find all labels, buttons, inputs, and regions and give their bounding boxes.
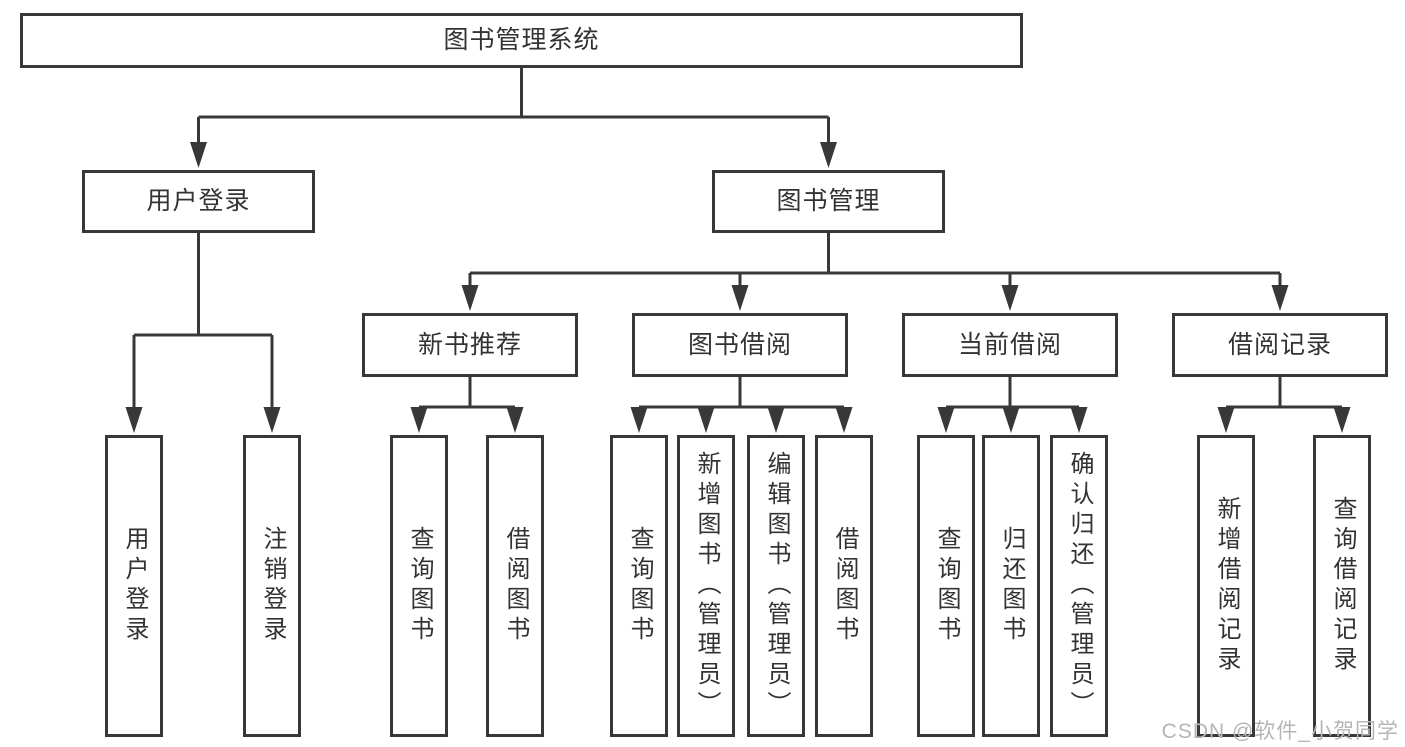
watermark: CSDN @软件_小贺同学	[1161, 720, 1399, 743]
leaf-edit-books-admin: 编辑图书（管理员）	[747, 435, 805, 737]
leaf-borrow-books: 借阅图书	[815, 435, 873, 737]
leaf-add-borrow-record: 新增借阅记录	[1197, 435, 1255, 737]
leaf-query-borrow-record: 查询借阅记录	[1313, 435, 1371, 737]
leaf-return-books: 归还图书	[982, 435, 1040, 737]
node-book-management: 图书管理	[712, 170, 945, 233]
leaf-confirm-return-admin: 确认归还（管理员）	[1050, 435, 1108, 737]
node-new-book-recommend: 新书推荐	[362, 313, 578, 377]
node-user-login-group: 用户登录	[82, 170, 315, 233]
leaf-logout: 注销登录	[243, 435, 301, 737]
leaf-query-books-recommend: 查询图书	[390, 435, 448, 737]
node-book-borrowing: 图书借阅	[632, 313, 848, 377]
leaf-user-login: 用户登录	[105, 435, 163, 737]
node-current-borrowing: 当前借阅	[902, 313, 1118, 377]
leaf-add-books-admin: 新增图书（管理员）	[677, 435, 735, 737]
node-borrowing-records: 借阅记录	[1172, 313, 1388, 377]
leaf-query-books-current: 查询图书	[917, 435, 975, 737]
node-library-management-system: 图书管理系统	[20, 13, 1023, 68]
leaf-query-books-borrow: 查询图书	[610, 435, 668, 737]
leaf-borrow-books-recommend: 借阅图书	[486, 435, 544, 737]
